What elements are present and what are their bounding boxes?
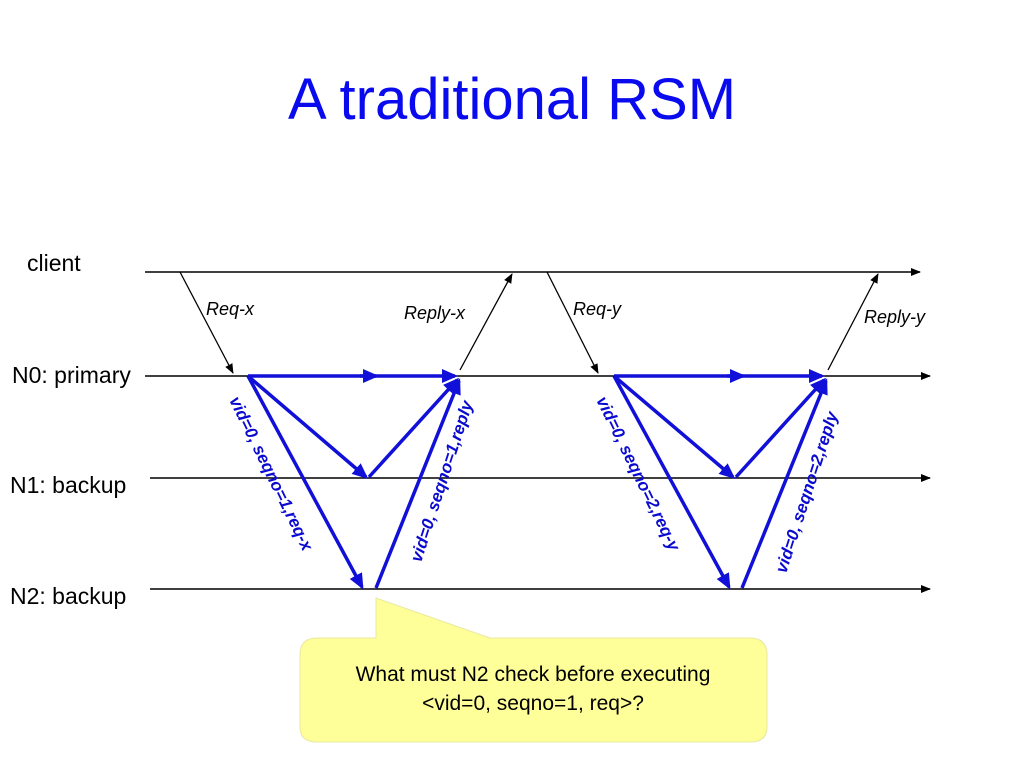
n1-to-primary-2 (734, 377, 827, 479)
callout-line-2: <vid=0, seqno=1, req>? (422, 692, 644, 715)
req-y-arrow (546, 271, 599, 374)
req-x-arrow (179, 271, 234, 374)
protocol-round-1 (246, 369, 461, 590)
callout-bubble (299, 597, 768, 743)
slide-title: A traditional RSM (287, 67, 737, 132)
lane-label-client: client (27, 250, 81, 276)
callout-line-1: What must N2 check before executing (355, 663, 711, 686)
req-x-label: Req-x (206, 299, 255, 319)
reply-y-label: Reply-y (864, 307, 926, 327)
n1-to-primary-1 (367, 377, 460, 479)
protocol-round-2 (612, 369, 828, 590)
primary-to-n2-1 (246, 375, 364, 590)
callout-text: What must N2 check before executing <vid… (300, 660, 766, 718)
req-y-label: Req-y (573, 299, 622, 319)
lane-label-n0: N0: primary (12, 362, 131, 388)
reply-x-arrow (459, 273, 513, 371)
primary-to-n1-2 (612, 374, 736, 479)
n2-to-primary-1 (374, 378, 461, 589)
reply-x-label: Reply-x (404, 303, 466, 323)
n2-to-primary-2 (740, 378, 828, 589)
primary-to-n2-2 (612, 375, 731, 590)
lane-label-n1: N1: backup (10, 472, 126, 498)
lane-label-n2: N2: backup (10, 583, 126, 609)
reply-y-arrow (827, 273, 879, 371)
primary-to-n1-1 (246, 374, 369, 479)
